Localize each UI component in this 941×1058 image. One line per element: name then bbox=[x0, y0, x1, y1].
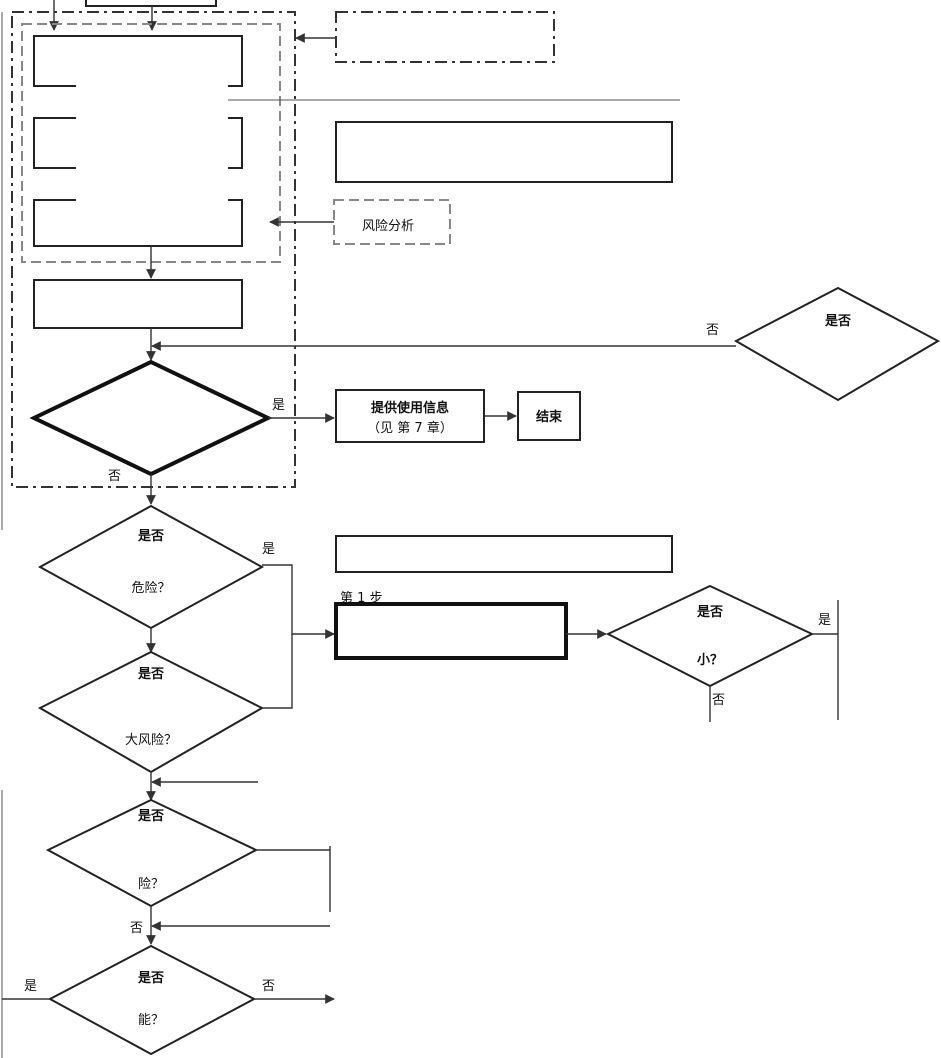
box-end bbox=[517, 391, 581, 441]
eliminate-hazard-line3: 危险？ bbox=[131, 581, 170, 596]
obscured-area bbox=[76, 66, 228, 228]
box-risk-evaluation bbox=[33, 279, 243, 329]
eliminate-hazard-line1: 是否 bbox=[137, 529, 164, 544]
residual-line3: 小？ bbox=[697, 653, 723, 668]
decision-other-hazards-text: 是否 bbox=[824, 314, 851, 329]
label-yes-eliminate: 是 bbox=[262, 542, 275, 557]
label-no-residual: 否 bbox=[712, 693, 725, 708]
box-top-right-input bbox=[335, 11, 555, 63]
provide-info-line2: （见 第 7 章） bbox=[367, 420, 453, 436]
residual-line1: 是否 bbox=[696, 605, 723, 620]
info-line3: 能？ bbox=[138, 1013, 164, 1028]
info-line1: 是否 bbox=[137, 971, 164, 986]
label-yes-residual: 是 bbox=[818, 613, 831, 628]
safeguard-line4: 险？ bbox=[138, 877, 164, 892]
decision-risk-reduced bbox=[29, 359, 273, 477]
box-risk-analysis-input bbox=[333, 199, 451, 245]
label-no-info: 否 bbox=[262, 979, 275, 994]
box-right-info-input bbox=[335, 121, 673, 183]
label-no-risk-reduced: 否 bbox=[108, 469, 121, 484]
label-no-safeguard: 否 bbox=[130, 921, 143, 936]
label-yes-info: 是 bbox=[24, 979, 37, 994]
box-step-note bbox=[335, 535, 673, 573]
decision-information-for-use bbox=[47, 944, 257, 1056]
safeguard-line1: 是否 bbox=[137, 809, 164, 824]
outer-iteration-frame bbox=[11, 11, 296, 488]
risk-analysis-partial-text: 风险分析 bbox=[362, 219, 414, 234]
label-yes-risk-reduced: 是 bbox=[272, 398, 285, 413]
decision-residual-risk bbox=[605, 584, 815, 688]
decision-eliminate-hazard bbox=[37, 504, 265, 630]
label-no-other-hazards: 否 bbox=[706, 323, 719, 338]
decision-other-hazards bbox=[733, 286, 941, 402]
top-start-box bbox=[85, 0, 217, 7]
reduce-design-line4: 大风险？ bbox=[125, 733, 177, 748]
end-text: 结束 bbox=[536, 409, 563, 425]
box-inherent-safe-design bbox=[334, 602, 568, 660]
provide-info-line1: 提供使用信息 bbox=[371, 400, 449, 416]
reduce-design-line1: 是否 bbox=[137, 667, 164, 682]
